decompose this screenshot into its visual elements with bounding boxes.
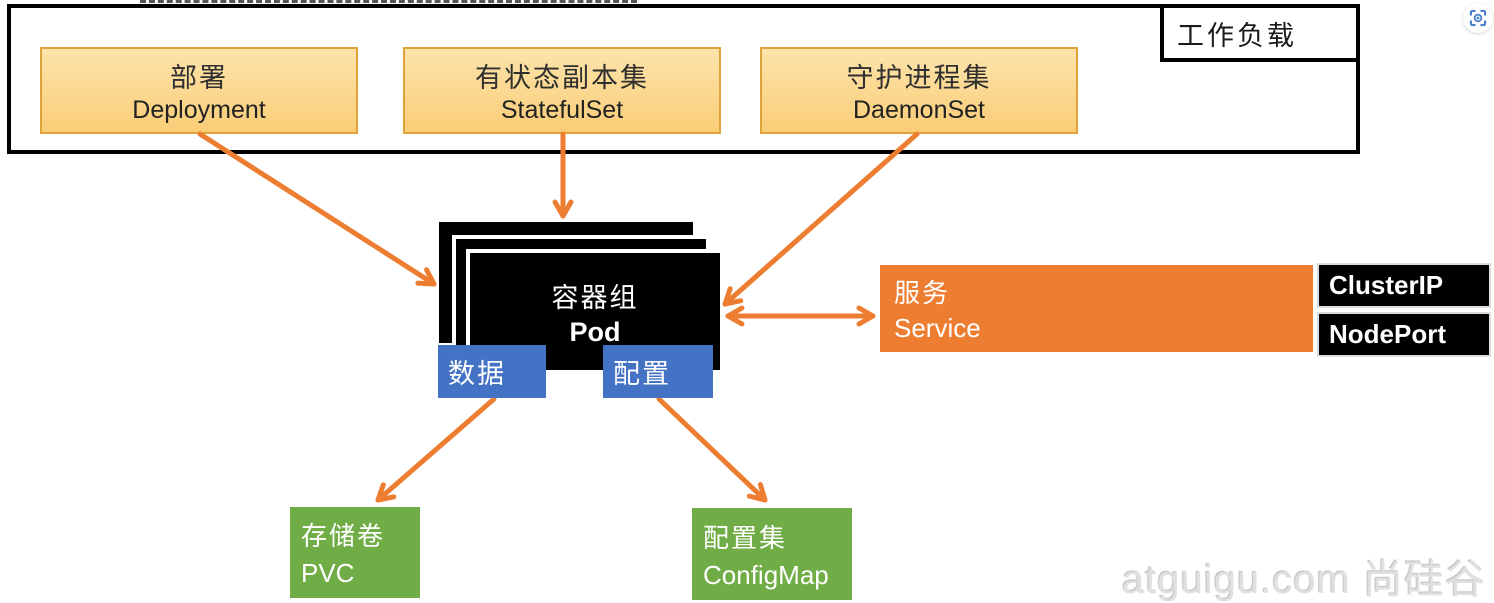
service-box: 服务 Service xyxy=(880,265,1313,352)
service-type-clusterip: ClusterIP xyxy=(1317,263,1491,308)
watermark: atguigu.com 尚硅谷 xyxy=(1121,558,1486,602)
statefulset-label-zh: 有状态副本集 xyxy=(475,63,649,94)
top-edge-artifact xyxy=(140,0,637,3)
daemonset-label-en: DaemonSet xyxy=(852,96,986,124)
pod-config-box: 配置 xyxy=(603,345,713,398)
configmap-label-en: ConfigMap xyxy=(703,559,829,590)
scan-icon-glyph xyxy=(1469,9,1487,27)
pod-data-volume-box: 数据 xyxy=(438,345,546,398)
statefulset-label-en: StatefulSet xyxy=(500,96,624,124)
pvc-label-zh: 存储卷 xyxy=(301,522,386,552)
pod-label-en: Pod xyxy=(569,316,621,347)
pod-label-zh: 容器组 xyxy=(551,282,639,314)
deployment-label-zh: 部署 xyxy=(170,63,228,94)
service-label-zh: 服务 xyxy=(894,279,951,309)
statefulset-box: 有状态副本集 StatefulSet xyxy=(403,47,721,134)
scan-icon[interactable] xyxy=(1463,3,1493,33)
arrow-config-to-configmap xyxy=(656,396,768,503)
configmap-box: 配置集 ConfigMap xyxy=(692,508,852,600)
workload-group-frame xyxy=(7,4,1360,154)
workload-group-title: 工作负载 xyxy=(1160,4,1360,62)
configmap-label-zh: 配置集 xyxy=(703,523,788,554)
arrow-data-to-pvc xyxy=(375,396,497,503)
arrow-deployment-to-pod xyxy=(197,131,437,287)
deployment-label-en: Deployment xyxy=(132,96,266,124)
service-label-en: Service xyxy=(894,313,981,343)
daemonset-box: 守护进程集 DaemonSet xyxy=(760,47,1078,134)
pvc-label-en: PVC xyxy=(301,558,355,588)
deployment-box: 部署 Deployment xyxy=(40,47,358,134)
service-type-nodeport: NodePort xyxy=(1317,312,1491,357)
pvc-box: 存储卷 PVC xyxy=(290,507,420,598)
daemonset-label-zh: 守护进程集 xyxy=(846,63,992,94)
